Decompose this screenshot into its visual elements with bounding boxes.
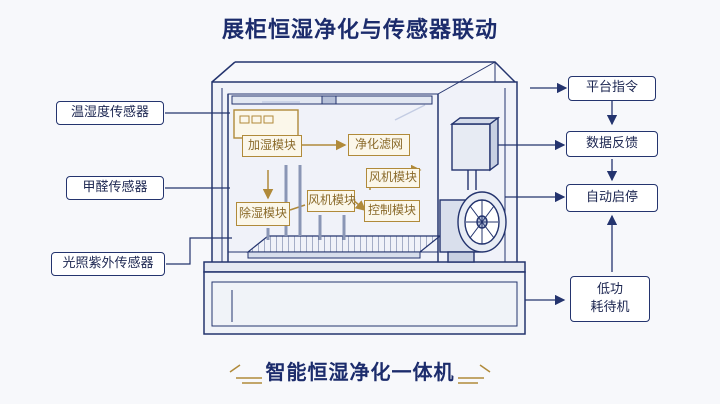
low-power-line-1: 低功 xyxy=(596,282,623,297)
dehumidify-module: 除湿模块 xyxy=(236,202,290,226)
temp-humidity-sensor-label: 温湿度传感器 xyxy=(56,101,164,125)
humidify-module: 加湿模块 xyxy=(242,135,302,157)
light-uv-sensor-label: 光照紫外传感器 xyxy=(51,252,165,276)
data-feedback-label: 数据反馈 xyxy=(566,131,658,157)
fan-module-mid: 风机模块 xyxy=(307,190,356,212)
sensor-panel xyxy=(233,109,299,139)
control-box xyxy=(449,116,501,190)
low-power-standby-label: 低功 耗待机 xyxy=(570,276,650,322)
grate-floor xyxy=(246,235,442,259)
purify-filter-module: 净化滤网 xyxy=(348,134,410,156)
fan-module-top: 风机模块 xyxy=(366,168,420,188)
page-title: 展柜恒湿净化与传感器联动 xyxy=(221,18,498,43)
platform-command-label: 平台指令 xyxy=(568,76,656,101)
control-module: 控制模块 xyxy=(364,200,420,222)
left-callouts xyxy=(165,112,232,265)
low-power-line-2: 耗待机 xyxy=(590,300,630,315)
product-title: 智能恒湿净化一体机 xyxy=(265,360,455,384)
cabinet-base xyxy=(203,261,526,335)
right-flow-arrows xyxy=(498,82,618,306)
bottom-ornament xyxy=(229,364,491,384)
fan-icon xyxy=(439,191,507,263)
auto-start-stop-label: 自动启停 xyxy=(566,184,658,212)
formaldehyde-sensor-label: 甲醛传感器 xyxy=(66,176,164,200)
